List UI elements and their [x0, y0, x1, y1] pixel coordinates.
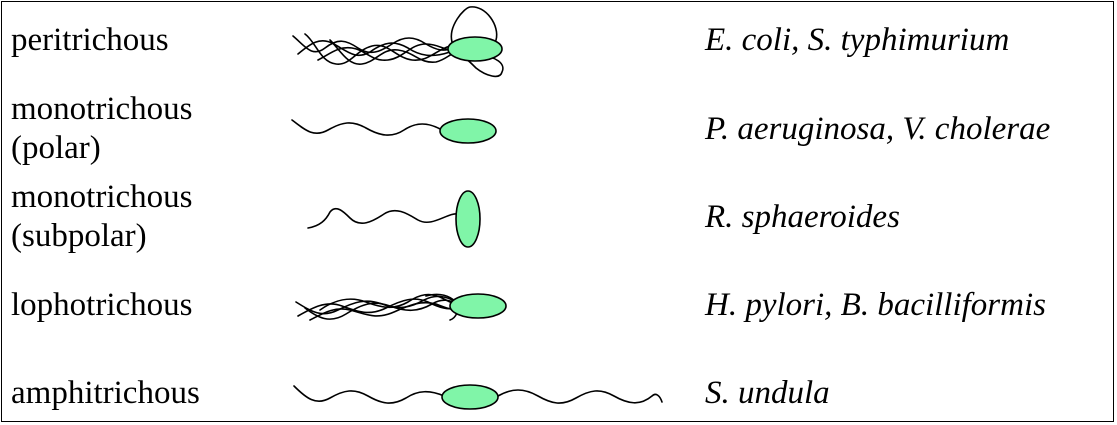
cell-body	[439, 118, 497, 144]
label-monotrichous-subpolar: monotrichous (subpolar)	[11, 178, 192, 256]
label-line: lophotrichous	[11, 287, 193, 323]
label-monotrichous-polar: monotrichous (polar)	[11, 90, 192, 168]
cell-body	[447, 36, 503, 62]
label-line: peritrichous	[11, 22, 169, 58]
species-peritrichous: E. coli, S. typhimurium	[705, 22, 1010, 58]
flagellum	[497, 389, 663, 404]
flagellum	[292, 35, 453, 54]
cell-body	[455, 190, 481, 248]
flagellum	[304, 299, 459, 320]
label-line: monotrichous	[11, 179, 193, 215]
label-amphitrichous: amphitrichous	[11, 374, 200, 413]
species-monotrichous-polar: P. aeruginosa, V. cholerae	[705, 111, 1051, 147]
lophotrichous-bacterium	[295, 293, 507, 321]
flagellum	[309, 301, 459, 321]
species-lophotrichous: H. pylori, B. bacilliformis	[705, 287, 1046, 323]
species-monotrichous-subpolar: R. sphaeroides	[705, 199, 900, 235]
flagellum	[304, 33, 451, 65]
label-line: monotrichous	[11, 91, 193, 127]
amphitrichous-bacterium	[293, 384, 663, 410]
flagellum	[329, 39, 453, 65]
flagellum	[319, 293, 459, 311]
flagellum	[291, 119, 443, 136]
flagellum	[307, 207, 459, 229]
flagellum	[297, 39, 451, 57]
flagellum	[293, 385, 445, 404]
species-amphitrichous: S. undula	[705, 375, 830, 411]
label-line: (subpolar)	[11, 218, 147, 254]
flagellum	[317, 43, 453, 61]
peritrichous-bacterium	[292, 6, 504, 78]
label-line: (polar)	[11, 130, 101, 166]
monotrichous-subpolar-bacterium	[307, 190, 481, 248]
label-line: amphitrichous	[11, 375, 200, 411]
cell-body	[449, 293, 507, 319]
monotrichous-polar-bacterium	[291, 118, 497, 144]
label-peritrichous: peritrichous	[11, 21, 169, 60]
label-lophotrichous: lophotrichous	[11, 286, 192, 325]
cell-body	[441, 384, 499, 410]
